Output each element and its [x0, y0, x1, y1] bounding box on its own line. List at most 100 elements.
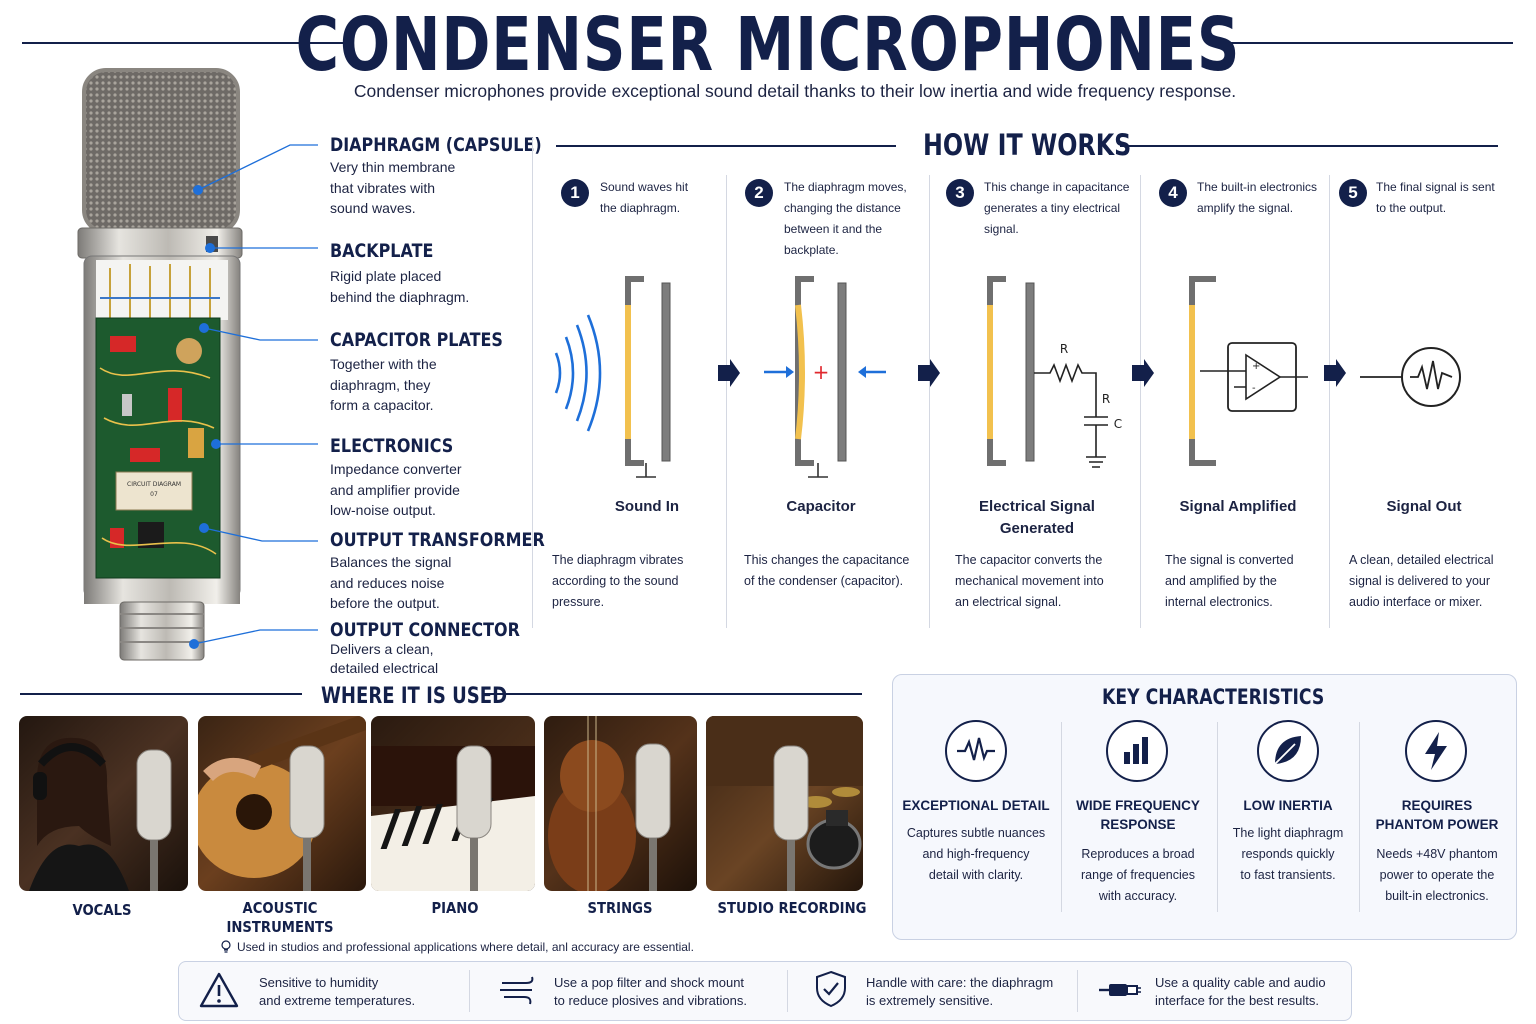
tip-divider: [469, 970, 470, 1012]
use-label-acoustic: ACOUSTIC INSTRUMENTS: [226, 899, 334, 936]
tip-text-handle-care: Handle with care: the diaphragm is extre…: [866, 975, 1054, 1008]
step-text-1: Sound waves hit the diaphragm.: [600, 180, 689, 215]
part-desc-diaphragm: Very thin membrane that vibrates with so…: [330, 159, 456, 216]
signal-circuit: [987, 276, 1108, 468]
use-label-piano: PIANO: [431, 899, 479, 917]
step-label-1: Sound In: [614, 498, 680, 515]
key-characteristics-panel: [892, 674, 1517, 940]
step-label-4: Signal Amplified: [1179, 498, 1297, 515]
photo-vocals: [19, 716, 188, 891]
photo-acoustic-instruments: [198, 716, 366, 891]
shield-check-icon: [816, 970, 846, 1008]
part-desc-output-transformer: Balances the signal and reduces noise be…: [330, 554, 452, 611]
step-text-4: The built-in electronics amplify the sig…: [1197, 180, 1318, 215]
step-label-2: Capacitor: [786, 498, 856, 515]
step-label-5: Signal Out: [1386, 498, 1462, 515]
key-desc-phantom: Needs +48V phantom power to operate the …: [1376, 847, 1498, 903]
part-callout-lines: [193, 144, 318, 645]
capacitor-label: C: [1114, 417, 1122, 431]
svg-text:07: 07: [150, 491, 158, 498]
use-label-strings: STRINGS: [587, 899, 653, 917]
key-title-phantom: REQUIRES PHANTOM POWER: [1375, 798, 1499, 832]
how-it-works-diagram: + R R C + -: [554, 276, 1461, 478]
flow-arrow: [1132, 359, 1154, 387]
step-divider: [1329, 175, 1330, 628]
lightbulb-icon: [221, 940, 231, 953]
flow-arrow: [718, 359, 740, 387]
charge-plus-sign: +: [813, 360, 830, 384]
how-it-works-title: HOW IT WORKS: [923, 128, 1132, 162]
part-desc-electronics: Impedance converter and amplifier provid…: [330, 461, 462, 518]
tip-divider: [787, 970, 788, 1012]
cable-icon: [1099, 984, 1141, 996]
signal-output-icon: [1360, 347, 1461, 407]
step-number-2: 2: [745, 179, 773, 207]
key-divider: [1217, 722, 1218, 912]
diaphragm-plate: [625, 276, 671, 478]
wind-icon: [500, 976, 534, 1005]
sound-wave-icon: [554, 314, 602, 432]
svg-text:CIRCUIT DIAGRAM: CIRCUIT DIAGRAM: [127, 481, 181, 488]
key-title-detail: EXCEPTIONAL DETAIL: [902, 798, 1050, 813]
step-desc-4: The signal is converted and amplified by…: [1165, 553, 1294, 609]
part-title-output-transformer: OUTPUT TRANSFORMER: [330, 529, 545, 551]
step-desc-1: The diaphragm vibrates according to the …: [552, 553, 684, 609]
microphone-illustration: CIRCUIT DIAGRAM 07: [77, 68, 243, 661]
part-title-electronics: ELECTRONICS: [330, 435, 454, 457]
key-desc-inertia: The light diaphragm responds quickly to …: [1232, 826, 1344, 882]
how-rule-left: [556, 145, 896, 147]
key-desc-detail: Captures subtle nuances and high-frequen…: [906, 826, 1046, 882]
step-number-4: 4: [1159, 179, 1187, 207]
output-connector: [119, 601, 205, 661]
page-subtitle: Condenser microphones provide exceptiona…: [353, 81, 1237, 101]
step-text-5: The final signal is sent to the output.: [1376, 180, 1495, 215]
leaf-icon: [1257, 720, 1319, 782]
where-used-note: Used in studios and professional applica…: [237, 940, 694, 954]
waveform-icon: [945, 720, 1007, 782]
step-number-3: 3: [946, 179, 974, 207]
key-title-inertia: LOW INERTIA: [1243, 798, 1333, 813]
photo-strings: [544, 716, 697, 891]
step-divider: [929, 175, 930, 628]
photo-piano: [371, 716, 535, 891]
key-divider: [1359, 722, 1360, 912]
op-amp-plus: +: [1252, 361, 1260, 372]
bar-graph-icon: [1106, 720, 1168, 782]
part-title-backplate: BACKPLATE: [330, 240, 434, 262]
internal-wiring: [96, 260, 228, 320]
resistor-label: R: [1102, 392, 1110, 406]
tip-text-cable: Use a quality cable and audio interface …: [1155, 975, 1326, 1008]
tip-text-pop-filter: Use a pop filter and shock mount to redu…: [554, 975, 747, 1008]
how-rule-right: [1120, 145, 1498, 147]
title-rule-right: [1207, 42, 1513, 44]
op-amp-minus: -: [1252, 383, 1256, 394]
resistor-label: R: [1060, 342, 1068, 356]
part-title-output-connector: OUTPUT CONNECTOR: [330, 619, 520, 641]
amplifier-icon: [1189, 276, 1308, 466]
step-divider: [726, 175, 727, 628]
use-label-vocals: VOCALS: [72, 901, 132, 919]
page-title: CONDENSER MICROPHONES: [295, 2, 1241, 88]
step-desc-5: A clean, detailed electrical signal is d…: [1349, 553, 1494, 609]
step-number-1: 1: [561, 179, 589, 207]
tip-text-humidity: Sensitive to humidity and extreme temper…: [259, 975, 416, 1008]
photo-studio-recording: [706, 716, 863, 891]
step-divider: [532, 138, 533, 628]
key-characteristics-title: KEY CHARACTERISTICS: [1102, 685, 1325, 709]
step-text-3: This change in capacitance generates a t…: [984, 180, 1130, 236]
step-label-3: Electrical Signal Generated: [979, 498, 1095, 537]
where-rule-left: [20, 693, 302, 695]
where-rule-right: [484, 693, 862, 695]
flow-arrow: [1324, 359, 1346, 387]
step-desc-3: The capacitor converts the mechanical mo…: [955, 553, 1104, 609]
tips-bar: [178, 961, 1352, 1021]
part-title-diaphragm: DIAPHRAGM (CAPSULE): [330, 134, 542, 156]
use-label-studio: STUDIO RECORDING: [717, 899, 867, 917]
part-title-capacitor-plates: CAPACITOR PLATES: [330, 329, 503, 351]
tip-divider: [1077, 970, 1078, 1012]
capacitor-plates: [764, 276, 886, 478]
flow-arrow: [918, 359, 940, 387]
part-desc-backplate: Rigid plate placed behind the diaphragm.: [330, 268, 470, 305]
key-divider: [1061, 722, 1062, 912]
where-used-title: WHERE IT IS USED: [321, 684, 508, 709]
